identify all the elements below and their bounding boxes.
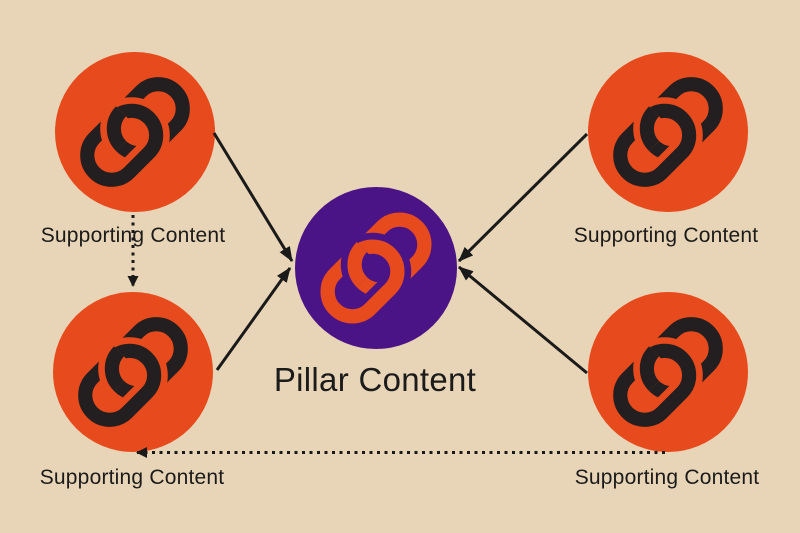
supporting-label-top-left: Supporting Content bbox=[40, 224, 226, 247]
supporting-node-bottom-left bbox=[53, 292, 213, 452]
arrow-top-right-to-pillar bbox=[457, 132, 589, 263]
chain-link-icon bbox=[71, 317, 188, 434]
chain-link-icon bbox=[313, 212, 432, 331]
chain-link-icon bbox=[73, 77, 190, 194]
pillar-label: Pillar Content bbox=[273, 361, 477, 398]
pillar-node bbox=[295, 187, 457, 349]
supporting-label-top-right: Supporting Content bbox=[573, 224, 759, 247]
arrow-bottom-left-to-pillar bbox=[215, 267, 292, 371]
supporting-node-top-left bbox=[55, 52, 215, 212]
supporting-node-top-right bbox=[588, 52, 748, 212]
chain-link-icon bbox=[606, 317, 723, 434]
chain-link-icon bbox=[606, 77, 723, 194]
supporting-label-bottom-right: Supporting Content bbox=[574, 466, 760, 489]
arrow-top-left-to-pillar bbox=[212, 132, 294, 262]
arrow-bottom-right-to-pillar bbox=[458, 265, 588, 375]
supporting-label-bottom-left: Supporting Content bbox=[39, 466, 225, 489]
supporting-node-bottom-right bbox=[588, 292, 748, 452]
